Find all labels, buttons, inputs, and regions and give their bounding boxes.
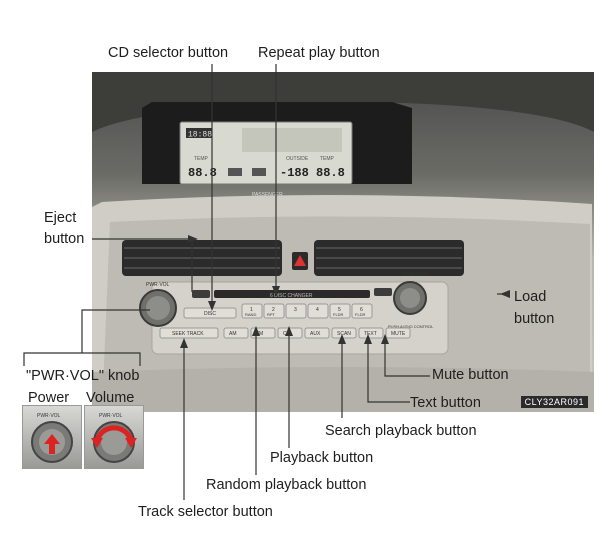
power-inset: PWR·VOL bbox=[22, 405, 82, 469]
preset-label-2: 2 bbox=[272, 307, 275, 313]
mute-button-label: MUTE bbox=[391, 331, 406, 337]
load-button[interactable] bbox=[374, 288, 392, 296]
preset-sub-1: RAND bbox=[245, 312, 256, 317]
aux-button[interactable] bbox=[304, 327, 330, 339]
volume-knob-illustration: PWR·VOL bbox=[91, 413, 137, 463]
audio-unit-photo: 18:88 TEMP OUTSIDE TEMP 88.8 -188 88.8 P… bbox=[92, 72, 594, 412]
lcd-temp-right-label: TEMP bbox=[320, 156, 335, 162]
volume-knob-label: PWR·VOL bbox=[99, 413, 123, 419]
seek-track-button[interactable] bbox=[159, 327, 219, 339]
preset-label-3: 3 bbox=[294, 307, 297, 313]
power-knob-illustration: PWR·VOL bbox=[31, 413, 73, 463]
mute-callout: Mute button bbox=[432, 367, 509, 383]
scan-button[interactable] bbox=[331, 327, 357, 339]
tune-file-label: TUNE·FILE bbox=[402, 272, 429, 278]
preset-sub-5: FLDR bbox=[333, 312, 344, 317]
am-button[interactable] bbox=[223, 327, 249, 339]
random-playback-callout: Random playback button bbox=[206, 477, 367, 493]
preset-button-4[interactable] bbox=[307, 303, 329, 319]
fm-button-label: FM bbox=[256, 331, 263, 337]
preset-sub-6: FLDR bbox=[355, 312, 366, 317]
text-button-label: TEXT bbox=[364, 331, 377, 337]
playback-callout: Playback button bbox=[270, 450, 374, 466]
volume-callout: Volume bbox=[86, 390, 135, 406]
audio-unit-illustration: 18:88 TEMP OUTSIDE TEMP 88.8 -188 88.8 P… bbox=[92, 72, 594, 412]
preset-button-2[interactable] bbox=[263, 303, 285, 319]
aux-button-label: AUX bbox=[310, 331, 321, 337]
eject-callout: Eject button bbox=[44, 210, 85, 247]
pwr-vol-label: PWR·VOL bbox=[146, 282, 170, 288]
scan-button-label: SCAN bbox=[337, 331, 351, 337]
preset-button-1[interactable] bbox=[241, 303, 263, 319]
seek-track-label: SEEK TRACK bbox=[172, 331, 204, 337]
lcd-temp-left: 88.8 bbox=[188, 166, 217, 180]
preset-button-5[interactable] bbox=[329, 303, 351, 319]
power-callout: Power bbox=[28, 390, 70, 406]
text-callout: Text button bbox=[410, 395, 481, 411]
mute-button[interactable] bbox=[385, 327, 411, 339]
search-playback-callout: Search playback button bbox=[325, 423, 477, 439]
preset-button-3[interactable] bbox=[285, 303, 307, 319]
pwr-vol-knob-callout: "PWR·VOL" knob bbox=[26, 368, 140, 384]
cd-selector-callout: CD selector button bbox=[108, 45, 229, 61]
image-code: CLY32AR091 bbox=[520, 396, 588, 408]
preset-label-1: 1 bbox=[250, 307, 253, 313]
preset-sub-2: RPT bbox=[267, 312, 276, 317]
lcd-clock: 18:88 bbox=[188, 131, 212, 140]
eject-button[interactable] bbox=[192, 290, 210, 298]
cd-selector-button[interactable] bbox=[183, 307, 237, 319]
repeat-play-callout: Repeat play button bbox=[258, 45, 380, 61]
changer-label: 6 DISC CHANGER bbox=[270, 293, 313, 299]
preset-label-4: 4 bbox=[316, 307, 319, 313]
preset-button-6[interactable] bbox=[351, 303, 373, 319]
load-callout: Load button bbox=[514, 289, 555, 327]
volume-inset: PWR·VOL bbox=[84, 405, 144, 469]
disc-label: DISC bbox=[204, 311, 216, 317]
lcd-outside: -188 bbox=[280, 166, 309, 180]
lcd-temp-left-label: TEMP bbox=[194, 156, 209, 162]
passenger-label: PASSENGER bbox=[252, 192, 283, 198]
track-selector-callout: Track selector button bbox=[138, 504, 273, 520]
preset-label-6: 6 bbox=[360, 307, 363, 313]
disc-slot bbox=[214, 290, 370, 298]
lcd-temp-right: 88.8 bbox=[316, 166, 345, 180]
preset-label-5: 5 bbox=[338, 307, 341, 313]
lcd-outside-label: OUTSIDE bbox=[286, 156, 309, 162]
power-knob-label: PWR·VOL bbox=[37, 413, 61, 419]
push-audio-label: PUSH AUDIO CONTROL bbox=[388, 324, 434, 329]
text-button[interactable] bbox=[358, 327, 384, 339]
am-button-label: AM bbox=[229, 331, 237, 337]
